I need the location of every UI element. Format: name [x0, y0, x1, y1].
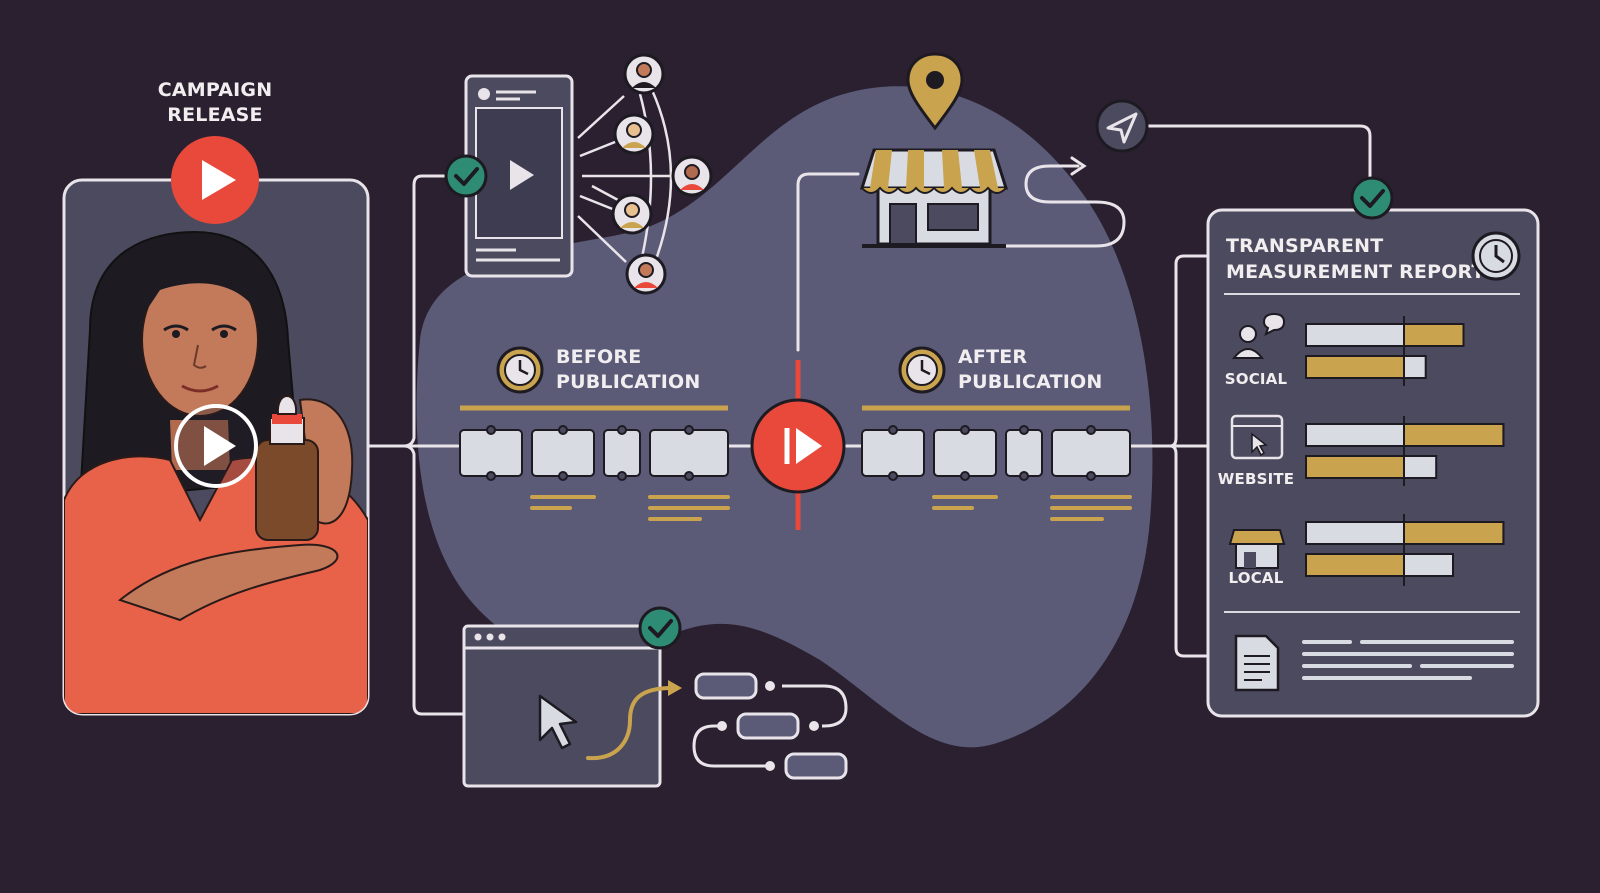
before-clock-icon [496, 346, 544, 394]
browser-window[interactable] [462, 624, 682, 788]
after-clock-icon [898, 346, 946, 394]
website-bar-2-highlight [1305, 455, 1405, 479]
cursor-arrow-icon [538, 694, 578, 750]
report-title-2: MEASUREMENT REPORT [1226, 261, 1485, 283]
campaign-release-label-2: RELEASE [167, 104, 262, 126]
connector-lines [366, 124, 1372, 716]
report-check-badge [1350, 176, 1394, 220]
campaign-release-label-1: CAMPAIGN [158, 79, 273, 101]
after-timeline-pins [888, 425, 1096, 481]
after-publication-label-1: AFTER [958, 346, 1027, 368]
before-timeline-notes [530, 495, 730, 521]
web-flow-nodes [692, 672, 848, 780]
person-icon [671, 155, 713, 197]
browser-cursor-icon [1230, 414, 1284, 460]
storefront-icon[interactable] [859, 148, 1009, 248]
after-publication-label-2: PUBLICATION [958, 371, 1102, 393]
person-icon [613, 113, 655, 155]
person-icon [623, 53, 665, 95]
flow-arrow [586, 686, 674, 761]
check-icon [454, 167, 479, 186]
campaign-video-card[interactable] [62, 178, 370, 716]
before-publication-label-1: BEFORE [556, 346, 641, 368]
navigation-arrow-icon [1095, 99, 1149, 153]
serum-bottle [255, 439, 319, 541]
storefront-icon [1228, 529, 1286, 569]
browser-check-badge [638, 606, 682, 650]
check-icon [1360, 189, 1385, 208]
person-icon [611, 193, 653, 235]
check-icon [648, 619, 673, 638]
document-icon [1234, 634, 1280, 692]
local-label: LOCAL [1229, 569, 1284, 587]
report-text-lines [1302, 640, 1514, 680]
audience-avatars [611, 53, 713, 295]
report-clock-icon [1471, 231, 1521, 281]
play-icon [796, 428, 822, 464]
social-bar-1-highlight [1403, 323, 1465, 347]
play-icon [510, 160, 534, 190]
social-check-badge [444, 154, 488, 198]
play-icon [204, 426, 236, 466]
social-label: SOCIAL [1225, 370, 1288, 388]
local-bar-2-highlight [1305, 553, 1405, 577]
social-bar-2-highlight [1305, 355, 1405, 379]
chat-bubble-icon [1231, 312, 1286, 359]
play-icon [202, 160, 236, 200]
publish-play-button[interactable] [750, 360, 846, 530]
before-publication-label-2: PUBLICATION [556, 371, 700, 393]
before-timeline-frames [459, 429, 729, 477]
campaign-release-play-button[interactable] [171, 136, 259, 224]
after-timeline-notes [932, 495, 1132, 521]
arrowhead [1070, 156, 1087, 176]
website-label: WEBSITE [1218, 470, 1295, 488]
location-pin-icon [906, 52, 964, 131]
report-title-1: TRANSPARENT [1226, 235, 1383, 257]
video-play-button[interactable] [174, 404, 258, 488]
website-bar-1-highlight [1403, 423, 1505, 447]
person-icon [625, 253, 667, 295]
local-bar-1-highlight [1403, 521, 1505, 545]
before-timeline-pins [486, 425, 694, 481]
after-timeline-frames [861, 429, 1131, 477]
